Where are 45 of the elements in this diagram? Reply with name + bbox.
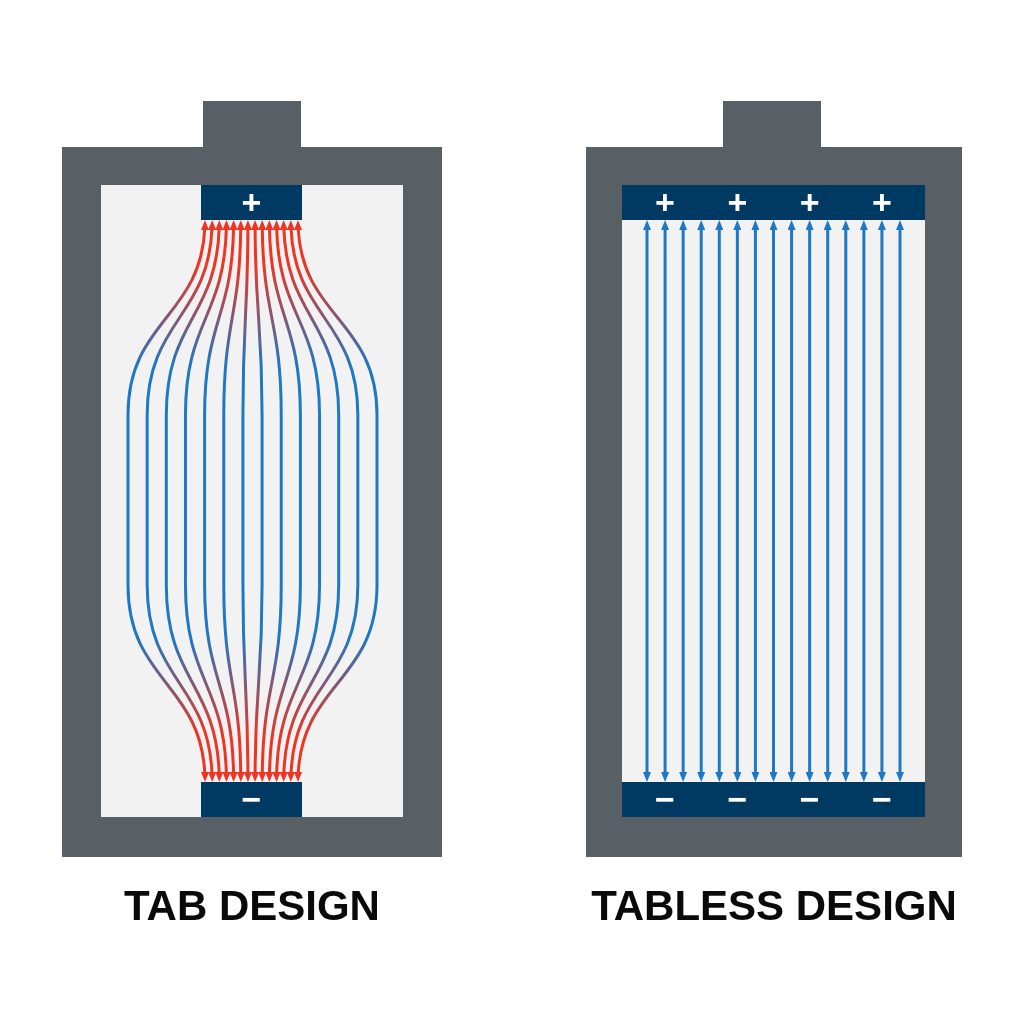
- double-arrow: [805, 220, 814, 782]
- double-arrow: [715, 220, 724, 782]
- double-arrow: [643, 220, 651, 782]
- terminal-sign: +: [241, 185, 262, 220]
- double-arrow: [841, 220, 850, 782]
- double-arrow: [287, 219, 360, 783]
- double-arrow: [280, 219, 341, 783]
- terminal-bar: [201, 185, 302, 220]
- double-arrow: [241, 220, 252, 782]
- double-arrow: [251, 220, 264, 782]
- double-arrow: [751, 220, 760, 782]
- terminal-bar: [622, 782, 925, 817]
- design-label: TAB DESIGN: [124, 883, 380, 929]
- double-arrow: [787, 220, 796, 782]
- double-arrow: [877, 220, 886, 782]
- double-arrow: [679, 220, 688, 782]
- double-arrow: [272, 219, 322, 783]
- double-arrow: [661, 220, 670, 782]
- double-arrow: [294, 219, 379, 783]
- double-arrow: [258, 219, 283, 783]
- terminal-sign: −: [872, 782, 892, 817]
- double-arrow: [183, 219, 231, 783]
- double-arrow: [896, 220, 904, 782]
- double-arrow: [126, 219, 209, 783]
- terminal-bar: [622, 185, 925, 220]
- terminal-sign: +: [799, 185, 820, 220]
- double-arrow: [859, 220, 868, 782]
- terminal-sign: +: [655, 185, 675, 220]
- design-label: TABLESS DESIGN: [591, 883, 957, 929]
- terminal-sign: −: [727, 782, 748, 817]
- double-arrow: [697, 220, 706, 782]
- terminal-sign: −: [241, 782, 262, 817]
- double-arrow: [203, 219, 238, 783]
- terminal-sign: +: [872, 185, 892, 220]
- double-arrow: [222, 219, 245, 783]
- terminal-bar: [201, 782, 302, 817]
- double-arrow: [164, 219, 223, 783]
- double-arrow: [733, 220, 742, 782]
- terminal-sign: −: [655, 782, 675, 817]
- double-arrow: [769, 220, 778, 782]
- double-arrow: [265, 219, 302, 783]
- terminal-sign: −: [799, 782, 820, 817]
- double-arrow: [145, 219, 216, 783]
- terminal-sign: +: [727, 185, 748, 220]
- double-arrow: [823, 220, 832, 782]
